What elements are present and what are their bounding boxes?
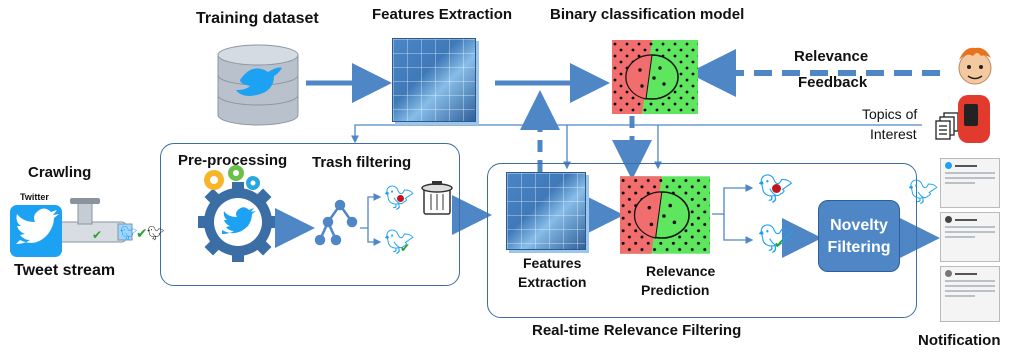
check-icon: ✔ <box>400 241 411 255</box>
twitter-bird-icon: 🐦︎ <box>120 226 138 242</box>
binary-model-label: Binary classification model <box>550 6 745 23</box>
gear-icon <box>198 165 278 262</box>
bug-icon <box>772 184 781 193</box>
features-extraction-top-label: Features Extraction <box>372 6 513 23</box>
data-cube-icon <box>392 38 476 122</box>
notification-card-icon <box>940 158 1000 208</box>
relevance-prediction-label-1: Relevance <box>646 263 716 279</box>
crawling-label: Crawling <box>28 164 92 181</box>
twitter-bird-icon: ✔ <box>136 226 148 242</box>
features-extraction-bottom-label-2: Extraction <box>518 274 587 290</box>
trash-icon <box>421 181 453 215</box>
check-icon: ✔ <box>774 236 785 251</box>
realtime-filtering-box <box>487 163 917 318</box>
notification-card-icon <box>940 212 1000 262</box>
twitter-label: Twitter <box>20 192 49 202</box>
documents-icon <box>935 112 959 140</box>
twitter-bird-icon: 🐦︎ <box>147 226 165 242</box>
novelty-label-1: Novelty <box>830 217 888 234</box>
preprocessing-label: Pre-processing <box>178 152 288 169</box>
classifier-plot-icon <box>612 40 698 114</box>
realtime-filtering-label: Real-time Relevance Filtering <box>532 322 742 339</box>
topics-label-1: Topics of <box>862 106 918 122</box>
features-extraction-bottom-label-1: Features <box>523 255 582 271</box>
bug-icon <box>397 195 404 202</box>
notification-card-icon <box>940 266 1000 322</box>
trash-filtering-label: Trash filtering <box>312 154 412 171</box>
twitter-bird-icon: 🐦︎ <box>908 178 939 206</box>
novelty-filtering-box[interactable]: Novelty Filtering <box>818 200 900 272</box>
line-topics <box>351 124 922 144</box>
relevance-prediction-plot-icon <box>620 176 710 254</box>
twitter-bird-icon: ✔ <box>92 228 103 242</box>
user-icon <box>958 47 992 143</box>
relevance-prediction-label-2: Prediction <box>641 282 710 298</box>
tweet-stream-label: Tweet stream <box>14 262 116 279</box>
topics-label-2: Interest <box>870 126 917 142</box>
training-dataset-label: Training dataset <box>196 10 319 27</box>
preprocessing-box <box>160 143 460 286</box>
data-cube-icon-bottom <box>506 172 586 250</box>
relevant-tweet-icon: 🐦︎ <box>758 222 794 255</box>
notification-label: Notification <box>918 332 1001 349</box>
relevance-feedback-label-1: Relevance <box>794 48 869 65</box>
tap-icon <box>55 198 133 243</box>
tree-icon <box>314 199 358 246</box>
novelty-label-2: Filtering <box>827 239 891 256</box>
twitter-logo-icon <box>10 205 62 257</box>
relevance-feedback-label-2: Feedback <box>798 74 868 91</box>
relevant-tweet-icon: 🐦︎ <box>384 228 415 256</box>
database-icon <box>217 44 299 126</box>
